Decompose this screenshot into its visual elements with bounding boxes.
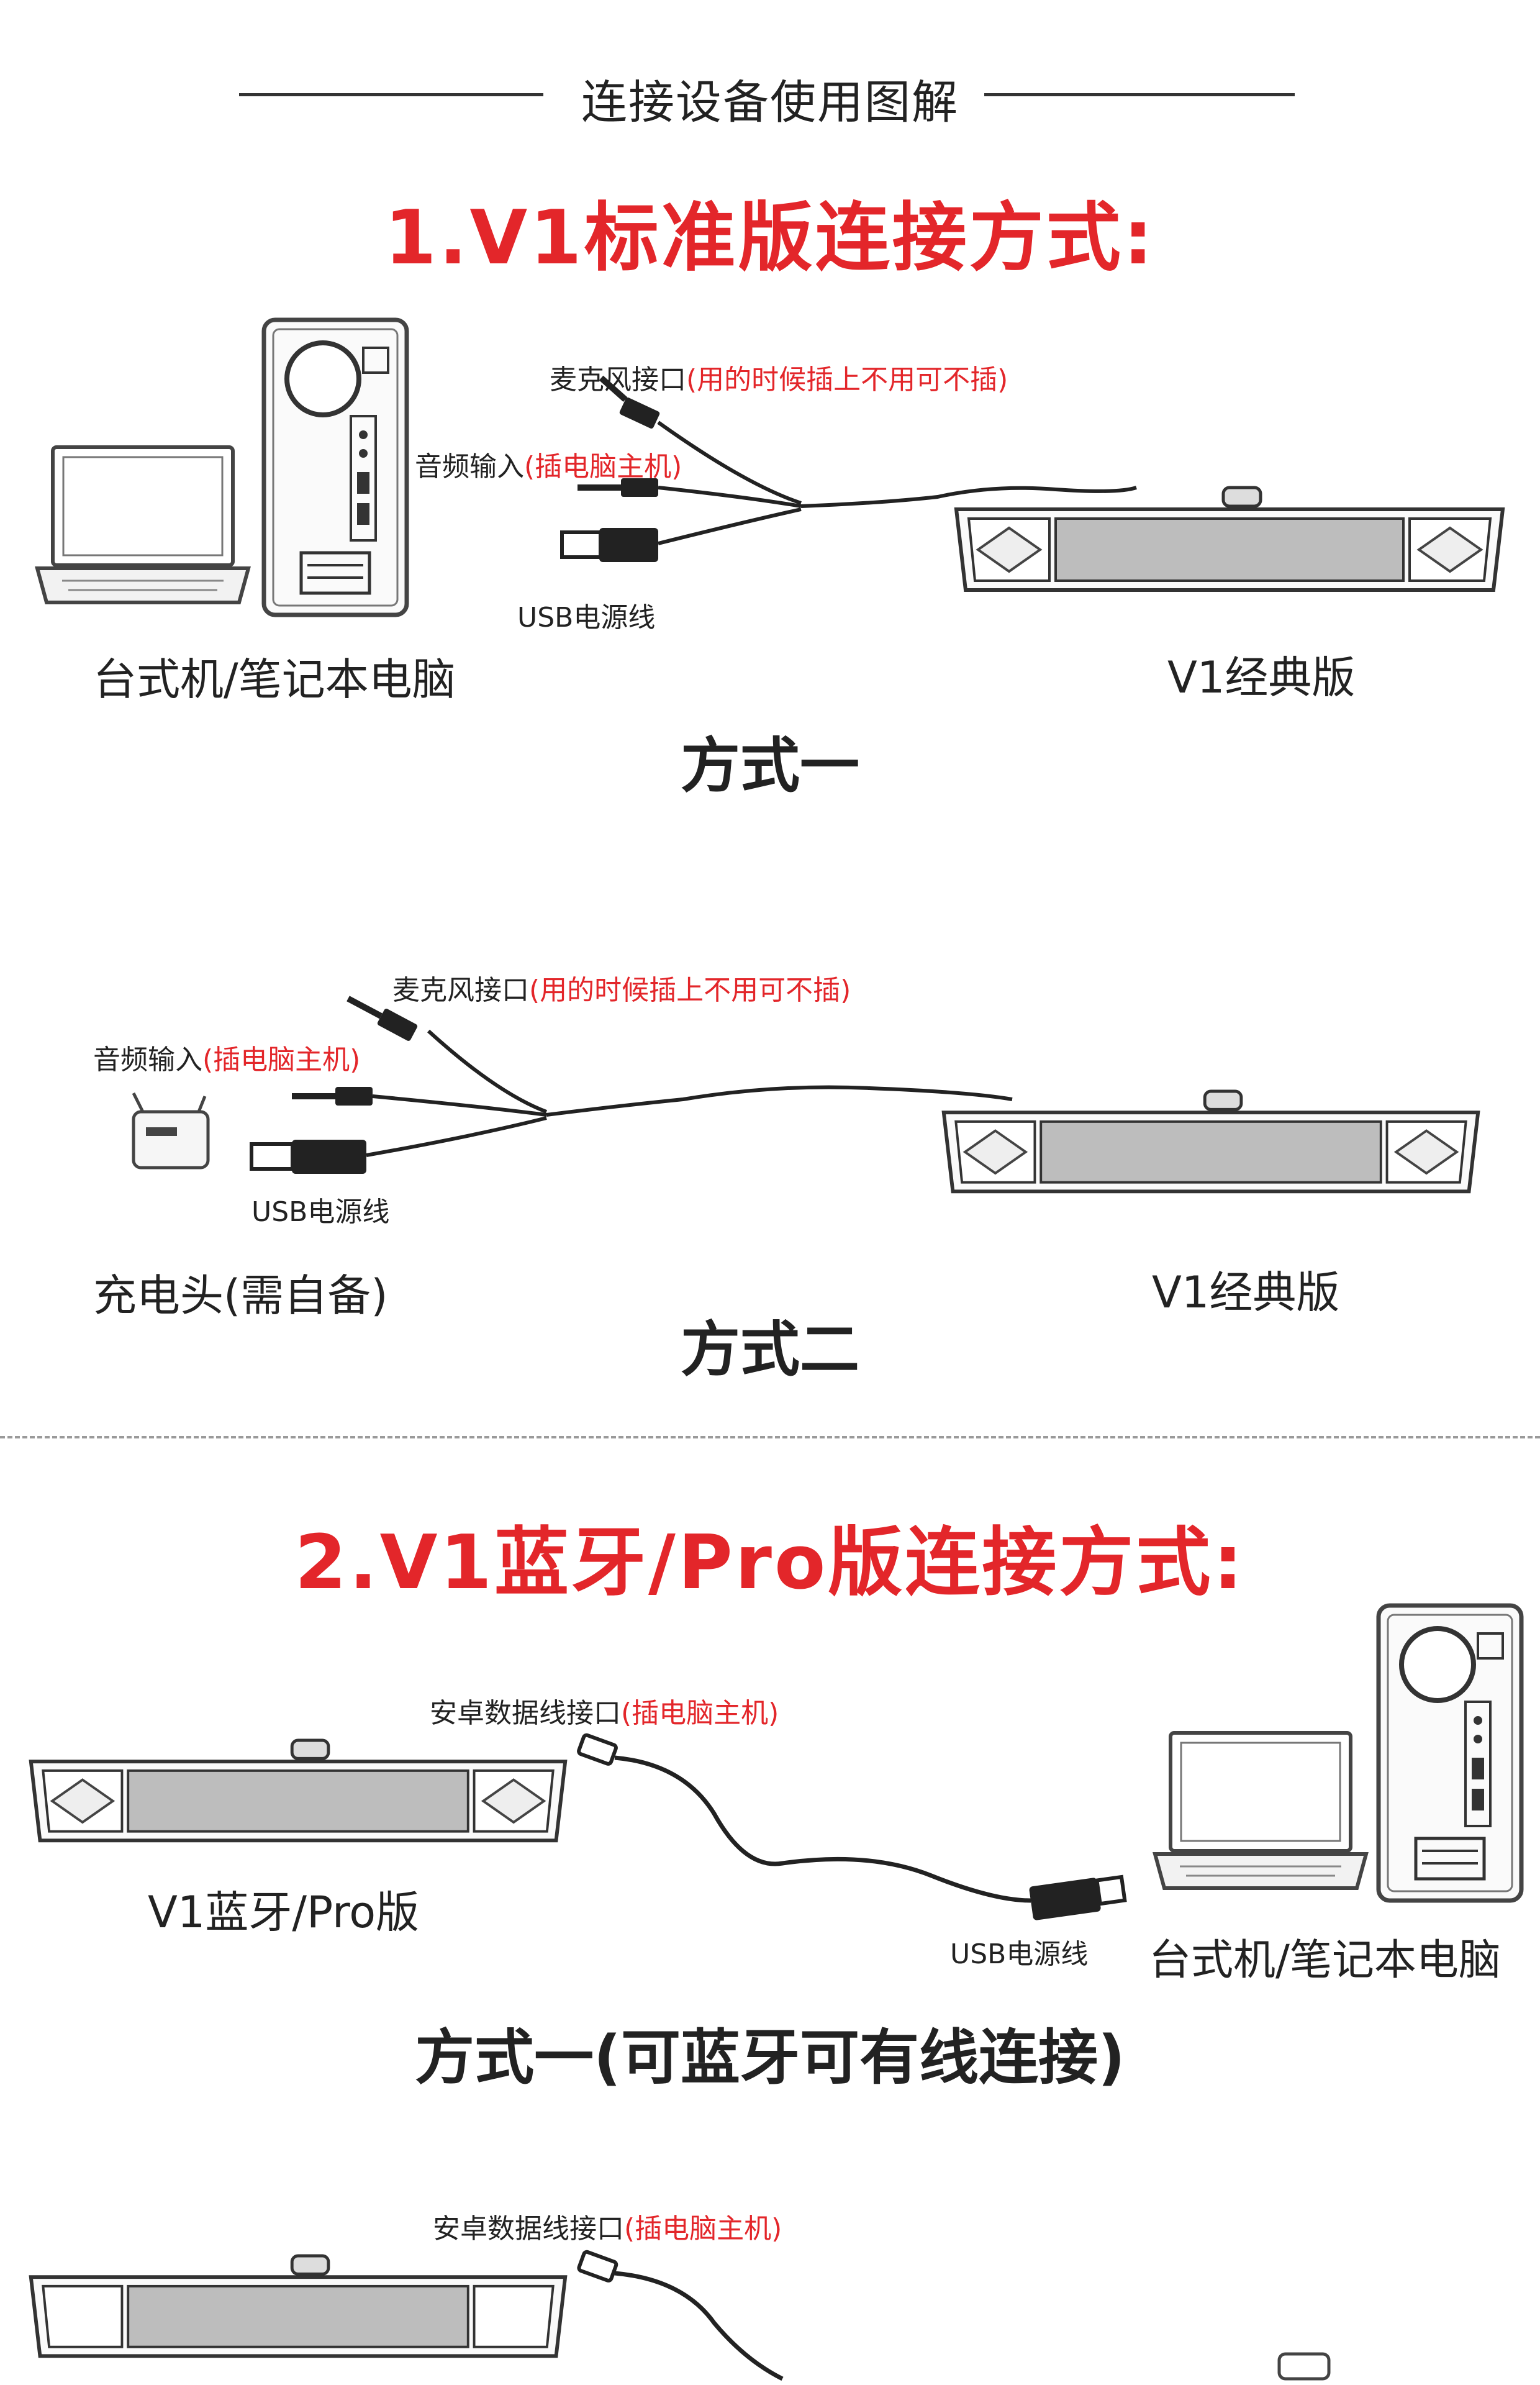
android-port-label-1: 安卓数据线接口(插电脑主机) — [430, 1697, 779, 1729]
speaker-bar-pro-icon — [29, 1738, 568, 1843]
header-rule-right — [984, 93, 1295, 96]
desktop-tower-icon-2 — [1376, 1603, 1524, 1903]
device-right-label-1: V1经典版 — [1167, 652, 1356, 703]
speaker-bar-icon — [954, 486, 1505, 592]
method-3-caption: 方式一(可蓝牙可有线连接) — [415, 2023, 1125, 2092]
method-2-caption: 方式二 — [681, 1315, 859, 1384]
android-cable-1 — [577, 1733, 1127, 1920]
usb-power-label-3: USB电源线 — [950, 1938, 1089, 1970]
desktop-tower-icon — [261, 317, 409, 617]
cable-bundle-2 — [132, 996, 1013, 1174]
laptop-icon-2 — [1153, 1731, 1369, 1890]
usb-power-label-2: USB电源线 — [251, 1196, 390, 1228]
device-left-label-3: V1蓝牙/Pro版 — [148, 1887, 420, 1938]
android-port-label-2: 安卓数据线接口(插电脑主机) — [433, 2213, 782, 2245]
section1-title: 1.V1标准版连接方式: — [384, 195, 1156, 281]
speaker-bar-pro-icon-2 — [29, 2254, 568, 2358]
audio-input-label-1: 音频输入(插电脑主机) — [415, 451, 682, 483]
laptop-icon — [35, 445, 251, 604]
mic-port-label-1: 麦克风接口(用的时候插上不用可不插) — [550, 364, 1008, 396]
page-title: 连接设备使用图解 — [581, 76, 959, 129]
header-rule-left — [239, 93, 543, 96]
section-divider — [0, 1436, 1540, 1438]
device-right-label-2: V1经典版 — [1152, 1267, 1340, 1318]
device-left-label-2: 充电头(需自备) — [93, 1270, 388, 1321]
speaker-bar-icon-2 — [941, 1089, 1480, 1194]
device-right-label-3: 台式机/笔记本电脑 — [1149, 1936, 1501, 1985]
usb-power-label-1: USB电源线 — [517, 602, 656, 634]
method-1-caption: 方式一 — [681, 731, 859, 801]
audio-input-label-2: 音频输入(插电脑主机) — [93, 1044, 361, 1076]
mic-port-label-2: 麦克风接口(用的时候插上不用可不插) — [392, 974, 851, 1006]
device-left-label-1: 台式机/笔记本电脑 — [93, 654, 456, 705]
cable-bundle-1 — [560, 375, 1137, 562]
section2-title: 2.V1蓝牙/Pro版连接方式: — [294, 1520, 1246, 1606]
